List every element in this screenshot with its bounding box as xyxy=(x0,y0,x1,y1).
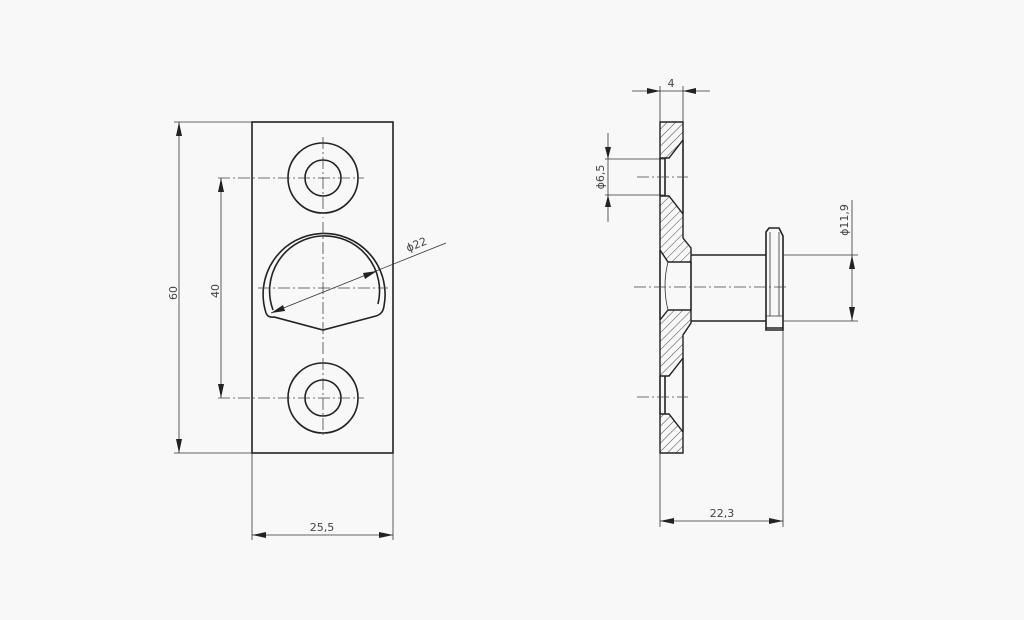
section-mid-upper xyxy=(659,195,692,263)
svg-text:60: 60 xyxy=(167,286,180,300)
svg-text:40: 40 xyxy=(209,284,222,298)
plate-outline xyxy=(251,121,394,454)
front-view: ϕ22 60 40 25,5 xyxy=(167,121,447,540)
svg-text:ϕ6,5: ϕ6,5 xyxy=(594,165,607,190)
svg-text:ϕ11,9: ϕ11,9 xyxy=(838,204,851,236)
dim-hole-diameter-6-5: ϕ6,5 xyxy=(594,133,665,222)
svg-text:4: 4 xyxy=(668,77,675,90)
section-mid-lower xyxy=(659,309,692,377)
svg-text:25,5: 25,5 xyxy=(310,521,335,534)
dim-thickness-4: 4 xyxy=(632,77,710,122)
top-mounting-hole xyxy=(218,137,364,218)
dim-depth-22-3: 22,3 xyxy=(659,330,784,527)
dim-width-25-5: 25,5 xyxy=(251,453,394,540)
section-top xyxy=(659,121,684,159)
side-view: 4 ϕ6,5 ϕ11,9 22,3 xyxy=(594,77,858,527)
dim-pin-diameter-11-9: ϕ11,9 xyxy=(783,200,858,322)
dim-height-60: 60 xyxy=(167,121,252,454)
center-cutout: ϕ22 xyxy=(258,222,447,356)
dim-center-diameter: ϕ22 xyxy=(404,235,429,255)
dim-hole-spacing-40: 40 xyxy=(209,178,224,398)
section-bottom xyxy=(659,413,684,454)
svg-text:22,3: 22,3 xyxy=(710,507,735,520)
pin xyxy=(690,227,784,331)
bottom-mounting-hole xyxy=(218,358,364,438)
